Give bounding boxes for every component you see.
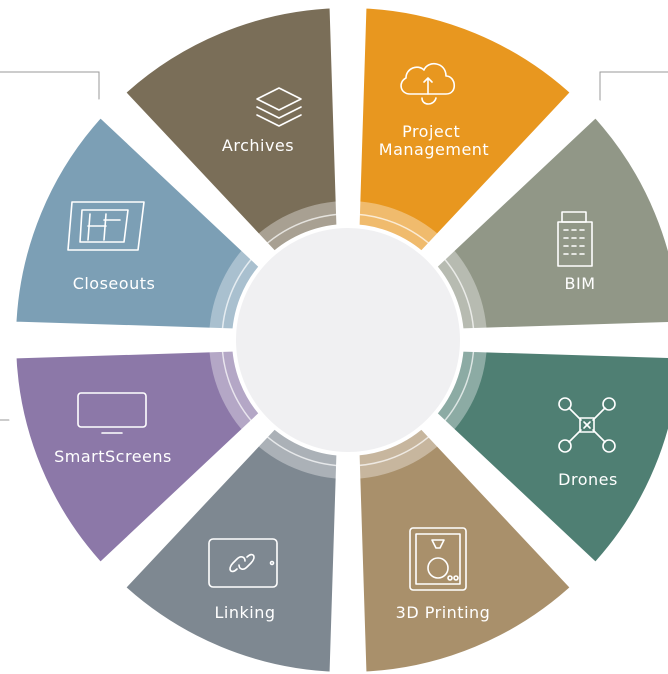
monitor-icon [77,392,147,434]
blueprint-tablet-icon [67,201,145,251]
drone-icon [558,397,616,453]
center-hub [209,201,487,479]
label-3d-printing: 3D Printing [396,603,491,622]
label-project-management: Project Management [379,122,489,159]
label-archives: Archives [222,136,294,155]
label-bim: BIM [565,274,596,293]
label-smartscreens: SmartScreens [54,447,172,466]
label-linking: Linking [214,603,275,622]
building-icon [557,211,593,267]
label-closeouts: Closeouts [73,274,156,293]
layers-icon [256,87,302,127]
label-layer: Archives Project Management BIM Drones 3… [54,122,618,622]
link-tablet-icon [208,538,278,588]
label-drones: Drones [558,470,618,489]
cloud-sync-icon [400,63,456,105]
3d-printer-icon [409,527,467,591]
